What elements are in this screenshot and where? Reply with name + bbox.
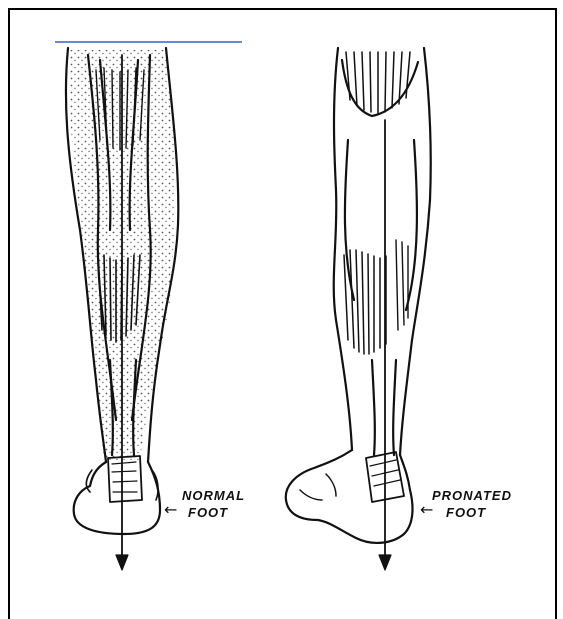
pronated-foot-pointer-arrow: ←: [420, 500, 433, 519]
pronated-leg-drawing: [286, 48, 431, 570]
normal-leg-drawing: [66, 48, 178, 570]
pronated-foot-label-line2: FOOT: [446, 505, 486, 520]
normal-foot-label-line1: NORMAL: [182, 488, 245, 503]
normal-foot-pointer-arrow: ←: [164, 500, 177, 519]
normal-foot-label-line2: FOOT: [188, 505, 228, 520]
pronated-foot-label-line1: PRONATED: [432, 488, 512, 503]
